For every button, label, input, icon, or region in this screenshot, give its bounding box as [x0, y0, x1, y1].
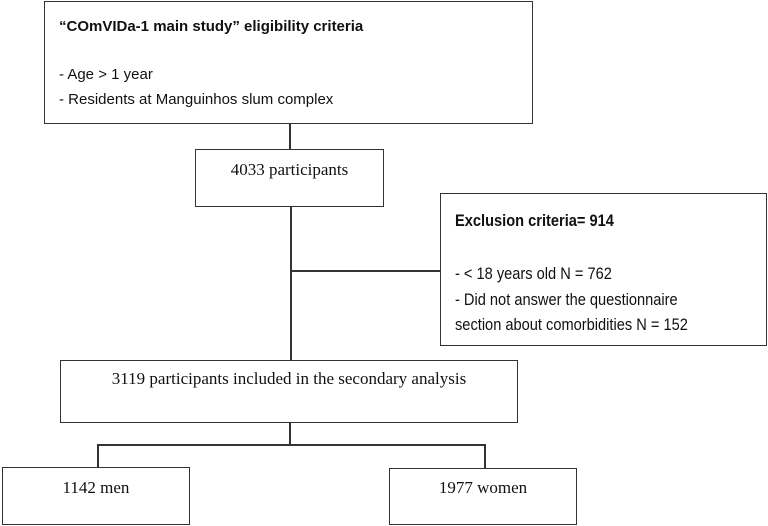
eligibility-item: - Age > 1 year — [59, 66, 153, 83]
included-box: 3119 participants included in the second… — [60, 360, 518, 423]
women-box: 1977 women — [389, 468, 577, 525]
eligibility-item: - Residents at Manguinhos slum complex — [59, 91, 334, 108]
eligibility-title: “COmVIDa-1 main study” eligibility crite… — [59, 18, 364, 35]
exclusion-title: Exclusion criteria= 914 — [455, 211, 614, 230]
total-participants-label: 4033 participants — [230, 160, 349, 179]
connector-line — [289, 124, 291, 149]
connector-line — [289, 423, 291, 445]
connector-line — [97, 444, 99, 467]
eligibility-box: “COmVIDa-1 main study” eligibility crite… — [44, 1, 533, 124]
exclusion-item: - < 18 years old N = 762 — [455, 264, 612, 283]
exclusion-item: - Did not answer the questionnaire — [455, 290, 678, 309]
men-box: 1142 men — [2, 467, 190, 525]
connector-line — [97, 444, 485, 446]
connector-line — [484, 444, 486, 468]
exclusion-item: section about comorbidities N = 152 — [455, 315, 688, 334]
women-label: 1977 women — [438, 478, 528, 497]
connector-line — [290, 270, 440, 272]
total-participants-box: 4033 participants — [195, 149, 384, 207]
connector-line — [290, 207, 292, 360]
included-label: 3119 participants included in the second… — [111, 369, 467, 388]
men-label: 1142 men — [62, 478, 130, 497]
exclusion-box: Exclusion criteria= 914 - < 18 years old… — [440, 193, 767, 346]
